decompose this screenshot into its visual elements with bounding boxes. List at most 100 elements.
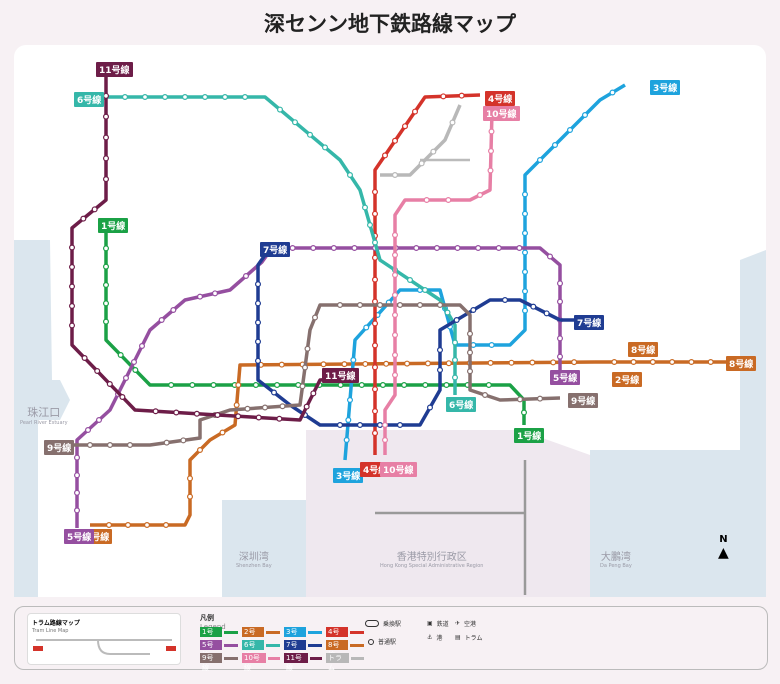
station-marker[interactable] [372,298,379,305]
station-marker[interactable] [244,405,251,412]
station-marker[interactable] [242,93,249,100]
station-marker[interactable] [279,403,286,410]
station-marker[interactable] [357,302,364,309]
station-marker[interactable] [392,252,399,259]
station-marker[interactable] [255,281,262,288]
station-marker[interactable] [233,402,240,409]
station-marker[interactable] [271,389,278,396]
station-marker[interactable] [347,172,354,179]
station-marker[interactable] [372,364,379,371]
station-marker[interactable] [444,309,451,316]
station-marker[interactable] [276,415,283,422]
station-marker[interactable] [310,245,317,252]
station-marker[interactable] [487,167,494,174]
station-marker[interactable] [372,276,379,283]
station-marker[interactable] [345,417,352,424]
station-marker[interactable] [73,489,80,496]
station-marker[interactable] [382,152,389,159]
station-marker[interactable] [214,412,221,419]
station-marker[interactable] [363,324,370,331]
station-marker[interactable] [566,126,573,133]
station-marker[interactable] [343,437,350,444]
station-marker[interactable] [669,359,676,366]
station-marker[interactable] [413,245,420,252]
line-6-badge[interactable]: 6号線 [74,92,105,107]
station-marker[interactable] [521,268,528,275]
station-marker[interactable] [277,106,284,113]
station-marker[interactable] [193,410,200,417]
line-3-badge[interactable]: 3号線 [333,468,364,483]
station-marker[interactable] [372,239,379,246]
station-marker[interactable] [102,134,109,141]
station-marker[interactable] [102,113,109,120]
station-marker[interactable] [84,427,91,434]
station-marker[interactable] [397,302,404,309]
station-marker[interactable] [520,409,527,416]
line-2-badge[interactable]: 2号線 [612,372,643,387]
station-marker[interactable] [392,332,399,339]
line-9-badge[interactable]: 9号線 [568,393,599,408]
station-marker[interactable] [106,442,113,449]
station-marker[interactable] [430,148,437,155]
station-marker[interactable] [337,422,344,429]
station-marker[interactable] [556,335,563,342]
station-marker[interactable] [304,345,311,352]
station-marker[interactable] [303,403,310,410]
station-marker[interactable] [470,307,477,314]
station-marker[interactable] [255,300,262,307]
station-marker[interactable] [495,245,502,252]
line-11-badge[interactable]: 11号線 [96,62,133,77]
station-marker[interactable] [485,382,492,389]
station-marker[interactable] [449,119,456,126]
station-marker[interactable] [189,382,196,389]
station-marker[interactable] [407,277,414,284]
station-marker[interactable] [521,249,528,256]
station-marker[interactable] [187,475,194,482]
line-8-badge[interactable]: 8号線 [726,356,757,371]
station-marker[interactable] [453,317,460,324]
station-marker[interactable] [312,314,319,321]
station-marker[interactable] [122,375,129,382]
station-marker[interactable] [102,282,109,289]
station-marker[interactable] [163,439,170,446]
station-marker[interactable] [556,280,563,287]
station-marker[interactable] [383,360,390,367]
station-marker[interactable] [320,361,327,368]
station-marker[interactable] [392,312,399,319]
station-marker[interactable] [362,204,369,211]
station-marker[interactable] [521,307,528,314]
station-marker[interactable] [516,396,523,403]
station-marker[interactable] [521,191,528,198]
station-marker[interactable] [422,382,429,389]
station-marker[interactable] [187,493,194,500]
station-marker[interactable] [467,349,474,356]
station-marker[interactable] [68,264,75,271]
station-marker[interactable] [423,197,430,204]
station-marker[interactable] [337,302,344,309]
station-marker[interactable] [322,144,329,151]
station-marker[interactable] [437,347,444,354]
station-marker[interactable] [392,372,399,379]
station-marker[interactable] [86,442,93,449]
station-marker[interactable] [418,160,425,167]
station-marker[interactable] [502,297,509,304]
station-marker[interactable] [571,359,578,366]
station-marker[interactable] [202,93,209,100]
station-marker[interactable] [102,263,109,270]
station-marker[interactable] [95,417,102,424]
station-marker[interactable] [278,361,285,368]
station-marker[interactable] [68,244,75,251]
station-marker[interactable] [68,283,75,290]
station-marker[interactable] [235,413,242,420]
line-8-badge[interactable]: 8号線 [628,342,659,357]
station-marker[interactable] [377,302,384,309]
station-marker[interactable] [379,382,386,389]
station-marker[interactable] [350,357,357,364]
station-marker[interactable] [197,293,204,300]
station-marker[interactable] [372,188,379,195]
station-marker[interactable] [372,342,379,349]
station-marker[interactable] [372,320,379,327]
line-10-badge[interactable]: 10号線 [483,106,520,121]
station-marker[interactable] [424,360,431,367]
line-3-badge[interactable]: 3号線 [650,80,681,95]
